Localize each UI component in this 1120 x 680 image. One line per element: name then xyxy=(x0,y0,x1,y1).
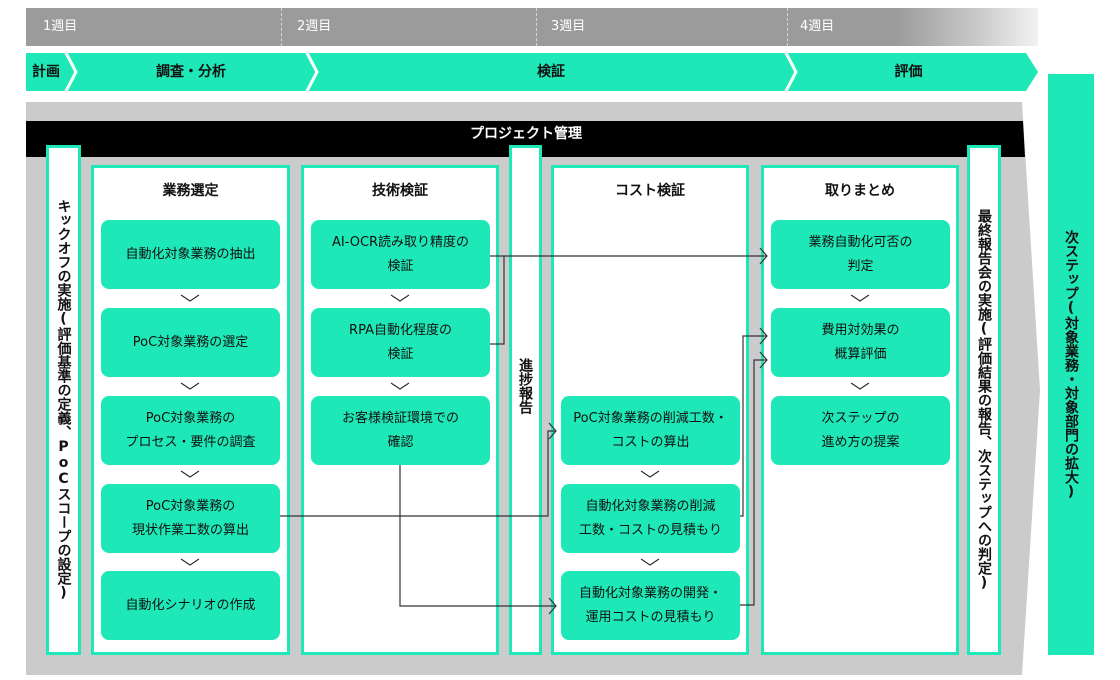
step-box: 自動化シナリオの作成 xyxy=(101,571,280,640)
step-box: PoC対象業務の削減工数・コストの算出 xyxy=(561,396,740,465)
phase-research-analysis: 調査・分析 xyxy=(156,64,226,80)
week-label-4: 4週目 xyxy=(800,19,835,34)
chevron-down-icon xyxy=(180,470,200,478)
step-box: PoC対象業務のプロセス・要件の調査 xyxy=(101,396,280,465)
progress-report-column: 進捗報告 xyxy=(509,145,542,655)
project-management-bar xyxy=(26,121,1025,157)
final-report-label: 最終報告会の実施(評価結果の報告、次ステップへの判定) xyxy=(976,209,992,591)
week-timeline: 1週目 2週目 3週目 4週目 xyxy=(26,8,1038,46)
step-box: 次ステップの進め方の提案 xyxy=(771,396,950,465)
step-box: 費用対効果の概算評価 xyxy=(771,308,950,377)
week-label-1: 1週目 xyxy=(43,19,78,34)
progress-report-label: 進捗報告 xyxy=(517,358,533,414)
chevron-down-icon xyxy=(850,294,870,302)
step-box: お客様検証環境での確認 xyxy=(311,396,490,465)
kickoff-column: キックオフの実施(評価基準の定義、PoCスコープの設定) xyxy=(46,145,81,655)
step-box: 業務自動化可否の判定 xyxy=(771,220,950,289)
chevron-down-icon xyxy=(390,382,410,390)
chevron-down-icon xyxy=(390,294,410,302)
step-box: PoC対象業務の選定 xyxy=(101,308,280,377)
phase-verification: 検証 xyxy=(537,64,565,80)
project-management-label: プロジェクト管理 xyxy=(470,126,582,142)
kickoff-label: キックオフの実施(評価基準の定義、PoCスコープの設定) xyxy=(55,199,72,601)
step-box: PoC対象業務の現状作業工数の算出 xyxy=(101,484,280,553)
chevron-down-icon xyxy=(850,382,870,390)
step-box: 自動化対象業務の開発・運用コストの見積もり xyxy=(561,571,740,640)
step-box: 自動化対象業務の削減工数・コストの見積もり xyxy=(561,484,740,553)
column-title: 業務選定 xyxy=(162,183,219,199)
phase-planning: 計画 xyxy=(32,64,60,80)
week-label-2: 2週目 xyxy=(297,19,332,34)
next-step-label: 次ステップ(対象業務・対象部門の拡大) xyxy=(1063,229,1079,500)
final-report-column: 最終報告会の実施(評価結果の報告、次ステップへの判定) xyxy=(967,145,1001,655)
chevron-down-icon xyxy=(640,558,660,566)
week-separator xyxy=(536,8,537,46)
chevron-down-icon xyxy=(180,294,200,302)
chevron-down-icon xyxy=(180,382,200,390)
column-title: 取りまとめ xyxy=(825,183,895,199)
chevron-down-icon xyxy=(180,558,200,566)
phase-evaluation: 評価 xyxy=(894,64,923,80)
column-title: 技術検証 xyxy=(372,183,428,199)
week-separator xyxy=(281,8,282,46)
week-separator xyxy=(787,8,788,46)
week-label-3: 3週目 xyxy=(551,19,586,34)
column-title: コスト検証 xyxy=(615,183,685,199)
step-box: 自動化対象業務の抽出 xyxy=(101,220,280,289)
step-box: AI-OCR読み取り精度の検証 xyxy=(311,220,490,289)
chevron-down-icon xyxy=(640,470,660,478)
next-step-block: 次ステップ(対象業務・対象部門の拡大) xyxy=(1048,74,1094,655)
step-box: RPA自動化程度の検証 xyxy=(311,308,490,377)
